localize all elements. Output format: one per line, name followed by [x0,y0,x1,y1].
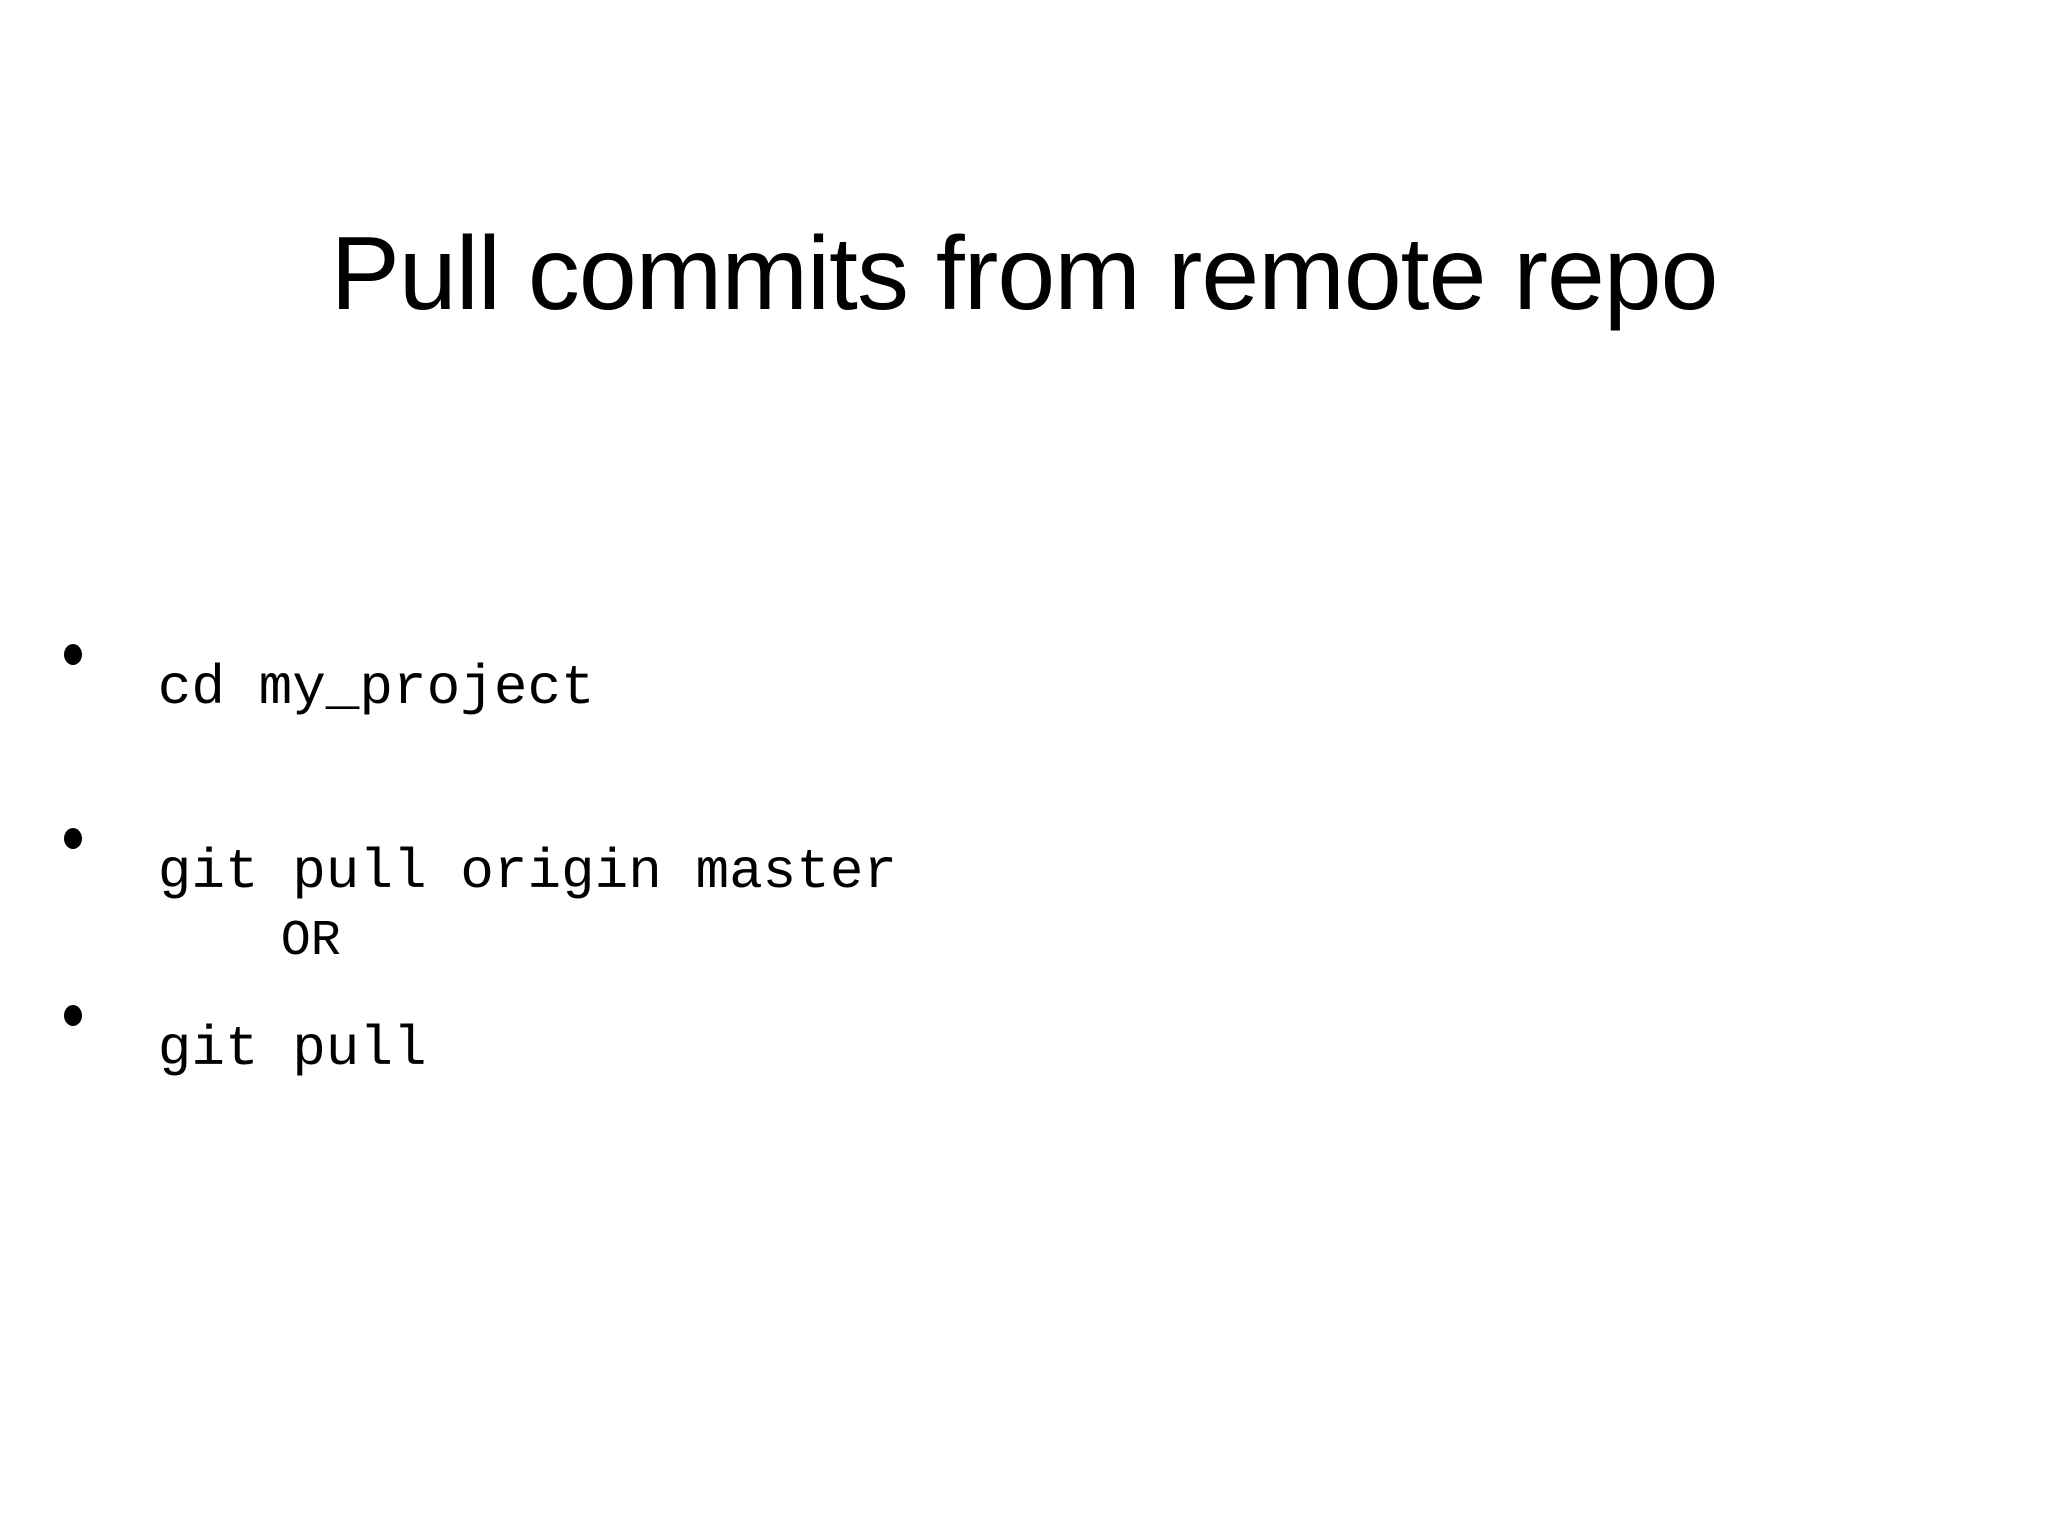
or-separator: OR [263,901,341,983]
bullet-item-cd-my-project: cd my_project [64,628,595,732]
slide-title: Pull commits from remote repo [330,216,1719,332]
bullet-icon [64,828,82,849]
bullet-text-git-pull: git pull [157,1017,427,1081]
or-separator-label: OR [280,913,341,970]
bullet-text-cd-my-project: cd my_project [157,656,595,720]
bullet-text-git-pull-origin-master: git pull origin master [157,840,898,904]
bullet-icon [64,1005,82,1026]
bullet-item-git-pull-origin-master: git pull origin master [64,812,897,916]
bullet-icon [64,644,82,665]
bullet-item-git-pull: git pull [64,989,427,1093]
